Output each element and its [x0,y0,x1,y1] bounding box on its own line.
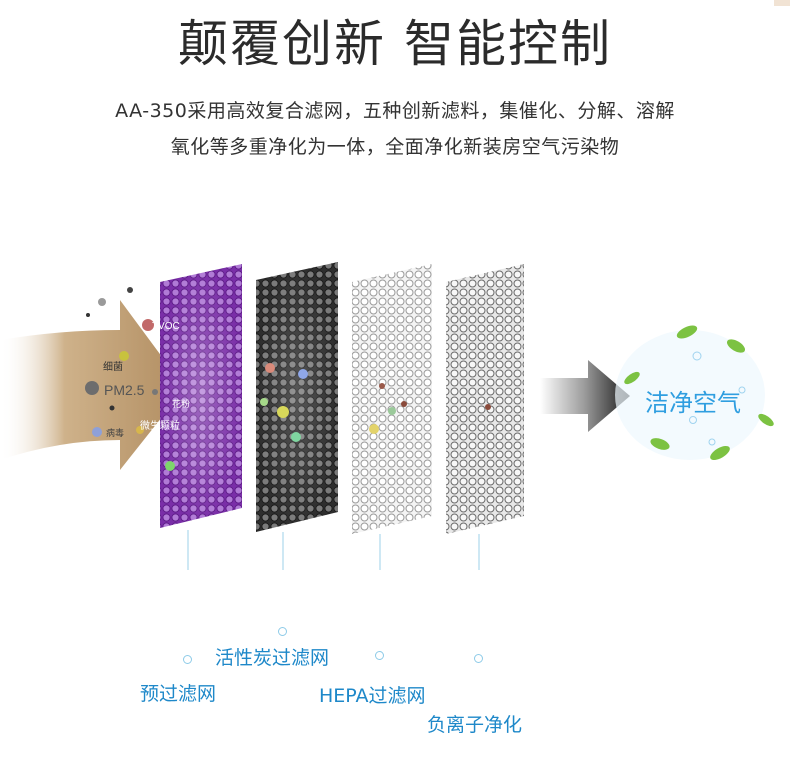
hepa-filter-pointer [375,651,384,660]
corner-decoration [774,0,790,6]
pre-filter-pointer [183,655,192,664]
negative-ion-filter-panel [446,264,524,534]
hepa-filter-panel [352,264,432,534]
bacteria-label: 细菌 [103,360,123,373]
virus-label: 病毒 [106,427,124,438]
subtitle-line-1: AA-350采用高效复合滤网，五种创新滤料，集催化、分解、溶解 [115,100,675,122]
pm25-label: PM2.5 [104,382,145,398]
bubble-icons [689,351,746,446]
filter-illustration: TVOC 细菌 PM2.5 花粉 微生颗粒 病毒 [0,262,774,570]
subtitle-line-2: 氧化等多重净化为一体，全面净化新装房空气污染物 [170,136,620,158]
fine-particles-label: 微生颗粒 [140,419,180,432]
tvoc-label: TVOC [152,321,180,332]
pointer-lines [187,530,480,570]
hepa-filter-label: HEPA过滤网 [319,685,426,707]
leaf-icons [624,325,774,460]
pollen-label: 花粉 [172,398,190,409]
carbon-filter-label: 活性炭过滤网 [215,647,330,669]
clean-air-arrow [540,360,630,432]
clean-air-glow [615,330,765,460]
negative-ion-pointer [474,654,483,663]
page-title: 颠覆创新 智能控制 [178,15,612,73]
pollutant-particles [85,287,491,471]
carbon-filter-pointer [278,627,287,636]
pre-filter-panel [160,264,242,528]
clean-air-label: 洁净空气 [645,389,741,417]
negative-ion-label: 负离子净化 [427,714,523,736]
carbon-filter-panel [256,262,338,532]
pollutant-labels: TVOC 细菌 PM2.5 花粉 微生颗粒 病毒 [103,321,190,438]
pre-filter-label: 预过滤网 [140,683,217,705]
